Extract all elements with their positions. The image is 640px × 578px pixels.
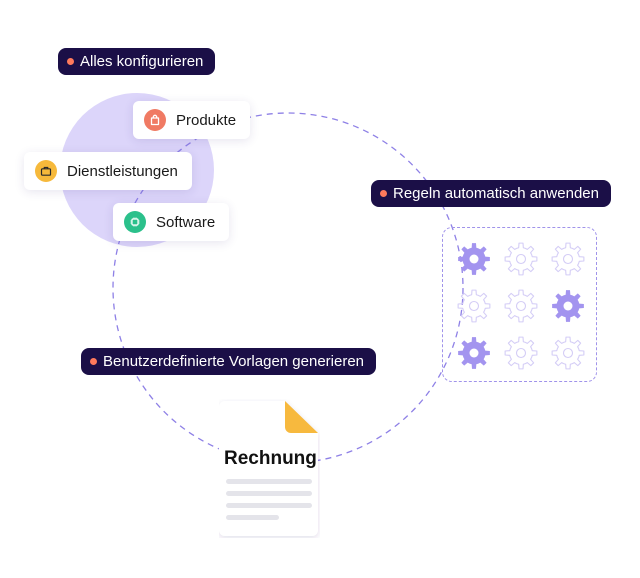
gear-icon [504,242,538,276]
chip-icon [124,211,146,233]
label-configure-all: Alles konfigurieren [58,48,216,75]
document-title: Rechnung [224,448,317,469]
card-software: Software [113,203,230,241]
briefcase-icon [35,160,57,182]
card-services-label: Dienstleistungen [67,162,178,180]
document-line [226,479,312,484]
gear-icon [504,336,538,370]
card-products: Produkte [133,101,251,139]
gear-icon-active [552,290,584,322]
gear-icon-active [458,243,490,275]
gear-icon [457,289,491,323]
gear-icon [504,289,538,323]
invoice-document [219,401,318,536]
gear-icon [551,336,585,370]
shopping-bag-icon [144,109,166,131]
gear-icon-active [458,337,490,369]
label-generate-templates: Benutzerdefinierte Vorlagen generieren [81,348,377,375]
document-fold-corner [285,401,318,433]
gear-icon [551,242,585,276]
card-services: Dienstleistungen [24,152,192,190]
rules-gear-grid [442,227,597,382]
bullet-dot [380,190,387,197]
bullet-dot [90,358,97,365]
process-cycle-ring [112,112,464,464]
label-apply-rules-text: Regeln automatisch anwenden [393,185,599,202]
card-software-label: Software [156,213,216,231]
bullet-dot [67,58,74,65]
document-line [226,491,312,496]
document-line [226,503,312,508]
card-products-label: Produkte [176,111,237,129]
document-line [226,515,279,520]
label-generate-templates-text: Benutzerdefinierte Vorlagen generieren [103,353,365,370]
label-configure-all-text: Alles konfigurieren [80,53,204,70]
label-apply-rules: Regeln automatisch anwenden [371,180,611,207]
